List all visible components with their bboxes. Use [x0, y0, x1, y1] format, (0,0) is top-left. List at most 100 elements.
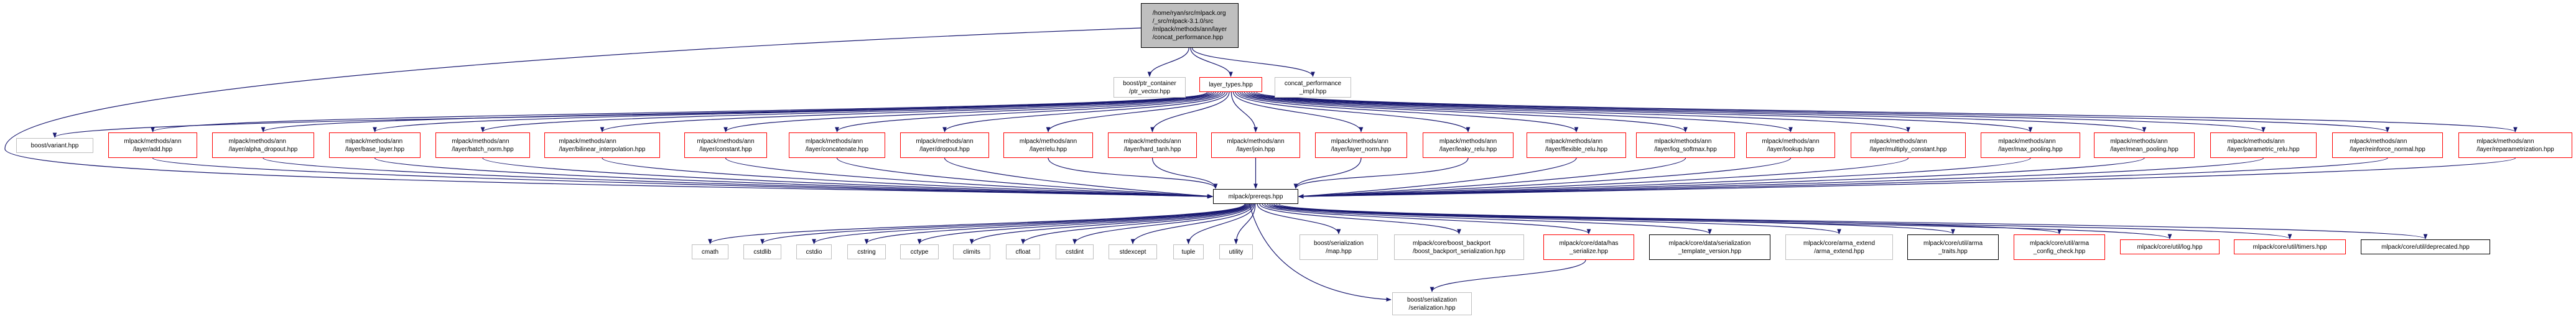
node-layer-layer-norm[interactable]: mlpack/methods/ann /layer/layer_norm.hpp	[1315, 132, 1407, 158]
node-concat-performance-impl[interactable]: concat_performance _impl.hpp	[1275, 77, 1351, 98]
edge-prereqs-to-serialization	[1248, 203, 1392, 302]
edge-alpha_dropout-to-prereqs	[263, 157, 1213, 199]
node-layer-elu[interactable]: mlpack/methods/ann /layer/elu.hpp	[1003, 132, 1093, 158]
node-layer-flexible-relu[interactable]: mlpack/methods/ann /layer/flexible_relu.…	[1527, 132, 1626, 158]
node-arma-traits[interactable]: mlpack/core/util/arma _traits.hpp	[1907, 234, 1999, 260]
edge-root-to-concat_impl	[1191, 47, 1315, 77]
node-has-serialize[interactable]: mlpack/core/data/has _serialize.hpp	[1543, 234, 1634, 260]
node-cstdio[interactable]: cstdio	[796, 244, 832, 259]
node-layer-reinforce-normal[interactable]: mlpack/methods/ann /layer/reinforce_norm…	[2332, 132, 2443, 158]
node-layer-parametric-relu[interactable]: mlpack/methods/ann /layer/parametric_rel…	[2210, 132, 2317, 158]
edge-elu-to-prereqs	[1048, 157, 1218, 189]
node-layer-join[interactable]: mlpack/methods/ann /layer/join.hpp	[1211, 132, 1300, 158]
edge-layer_types-to-batch_norm	[480, 91, 1217, 132]
edge-layer_types-to-parametric_relu	[1251, 91, 2266, 132]
edge-layer_types-to-multiply_constant	[1244, 91, 1910, 132]
node-util-timers[interactable]: mlpack/core/util/timers.hpp	[2234, 239, 2346, 254]
node-layer-hard-tanh[interactable]: mlpack/methods/ann /layer/hard_tanh.hpp	[1108, 132, 1197, 158]
edge-layer_types-to-constant	[723, 91, 1221, 132]
node-layer-log-softmax[interactable]: mlpack/methods/ann /layer/log_softmax.hp…	[1636, 132, 1735, 158]
edge-layer_types-to-elu	[1046, 91, 1228, 132]
node-layer-base-layer[interactable]: mlpack/methods/ann /layer/base_layer.hpp	[329, 132, 421, 158]
edge-root-to-layer_types	[1190, 47, 1233, 77]
edge-prereqs-to-cctype	[917, 203, 1250, 244]
node-layer-multiply-constant[interactable]: mlpack/methods/ann /layer/multiply_const…	[1851, 132, 1966, 158]
edge-layer_types-to-leaky_relu	[1235, 91, 1471, 132]
edge-prereqs-to-arma_extend	[1267, 203, 1841, 234]
node-layer-dropout[interactable]: mlpack/methods/ann /layer/dropout.hpp	[900, 132, 989, 158]
edge-layer_types-to-reinforce_normal	[1253, 91, 2389, 132]
edge-prereqs-to-has_serialize	[1262, 203, 1591, 234]
edge-prereqs-to-ser_map	[1257, 203, 1341, 234]
edge-layer_types-to-layer_norm	[1233, 91, 1364, 132]
edge-prereqs-to-log	[1273, 203, 2172, 239]
node-cfloat[interactable]: cfloat	[1006, 244, 1040, 259]
edge-prereqs-to-cstdio	[812, 203, 1247, 244]
edge-prereqs-to-tuple	[1186, 203, 1255, 244]
edge-prereqs-to-cmath	[708, 203, 1245, 244]
edge-prereqs-to-backport	[1259, 203, 1461, 234]
node-tuple[interactable]: tuple	[1173, 244, 1204, 259]
node-layer-mean-pooling[interactable]: mlpack/methods/ann /layer/mean_pooling.h…	[2094, 132, 2195, 158]
node-cctype[interactable]: cctype	[900, 244, 939, 259]
node-layer-lookup[interactable]: mlpack/methods/ann /layer/lookup.hpp	[1746, 132, 1835, 158]
edge-prereqs-to-climits	[969, 203, 1250, 244]
node-cmath[interactable]: cmath	[692, 244, 728, 259]
node-layer-concatenate[interactable]: mlpack/methods/ann /layer/concatenate.hp…	[789, 132, 885, 158]
edge-layer_types-to-lookup	[1241, 91, 1793, 132]
node-boost-serialization-map[interactable]: boost/serialization /map.hpp	[1300, 234, 1378, 260]
edge-layer_types-to-mean_pooling	[1248, 91, 2147, 132]
node-util-deprecated[interactable]: mlpack/core/util/deprecated.hpp	[2361, 239, 2490, 254]
edge-concatenate-to-prereqs	[836, 157, 1213, 198]
edge-has_serialize-to-serialization	[1430, 259, 1586, 292]
node-layer-batch-norm[interactable]: mlpack/methods/ann /layer/batch_norm.hpp	[435, 132, 530, 158]
node-stdexcept[interactable]: stdexcept	[1109, 244, 1157, 259]
edge-hard_tanh-to-prereqs	[1151, 157, 1218, 189]
node-arma-config-check[interactable]: mlpack/core/util/arma _config_check.hpp	[2014, 234, 2105, 260]
node-ptr-vector[interactable]: boost/ptr_container /ptr_vector.hpp	[1114, 77, 1186, 98]
node-utility[interactable]: utility	[1219, 244, 1253, 259]
edge-layer_types-to-join	[1230, 91, 1258, 132]
node-layer-reparametrization[interactable]: mlpack/methods/ann /layer/reparametrizat…	[2458, 132, 2572, 158]
node-boost-serialization[interactable]: boost/serialization /serialization.hpp	[1392, 292, 1472, 315]
edge-layer_types-to-alpha_dropout	[261, 91, 1212, 132]
node-serialization-template-version[interactable]: mlpack/core/data/serialization _template…	[1649, 234, 1770, 260]
node-cstdint[interactable]: cstdint	[1056, 244, 1094, 259]
edge-prereqs-to-deprecated	[1278, 203, 2427, 239]
node-arma-extend[interactable]: mlpack/core/arma_extend /arma_extend.hpp	[1785, 234, 1893, 260]
node-root-concat-performance[interactable]: /home/ryan/src/mlpack.org /_src/mlpack-3…	[1141, 3, 1239, 48]
edge-leaky_relu-to-prereqs	[1293, 157, 1469, 189]
node-prereqs[interactable]: mlpack/prereqs.hpp	[1213, 189, 1298, 204]
node-layer-max-pooling[interactable]: mlpack/methods/ann /layer/max_pooling.hp…	[1981, 132, 2080, 158]
edge-prereqs-to-cstdint	[1072, 203, 1253, 244]
node-cstring[interactable]: cstring	[847, 244, 886, 259]
edge-layer_types-to-flexible_relu	[1237, 91, 1579, 132]
node-cstdlib[interactable]: cstdlib	[743, 244, 781, 259]
node-climits[interactable]: climits	[953, 244, 990, 259]
edge-max_pooling-to-prereqs	[1298, 157, 2031, 199]
node-layer-constant[interactable]: mlpack/methods/ann /layer/constant.hpp	[684, 132, 767, 158]
node-util-log[interactable]: mlpack/core/util/log.hpp	[2120, 239, 2220, 254]
edge-prereqs-to-stdexcept	[1130, 203, 1254, 244]
node-layer-bilinear-interpolation[interactable]: mlpack/methods/ann /layer/bilinear_inter…	[544, 132, 660, 158]
edge-layer_types-to-hard_tanh	[1150, 91, 1230, 132]
node-layer-types[interactable]: layer_types.hpp	[1199, 77, 1262, 92]
node-layer-alpha-dropout[interactable]: mlpack/methods/ann /layer/alpha_dropout.…	[212, 132, 314, 158]
edge-layer_types-to-max_pooling	[1246, 91, 2033, 132]
edge-layer_types-to-dropout	[942, 91, 1225, 132]
edge-reparametrization-to-prereqs	[1298, 157, 2516, 199]
edge-root-to-prereqs	[4, 27, 1212, 199]
edge-prereqs-to-timers	[1276, 203, 2292, 239]
node-boost-variant[interactable]: boost/variant.hpp	[16, 138, 93, 153]
edge-dropout-to-prereqs	[944, 157, 1213, 198]
edge-root-to-ptr_vector	[1147, 47, 1189, 77]
edge-prereqs-to-utility	[1234, 203, 1256, 244]
node-layer-add[interactable]: mlpack/methods/ann /layer/add.hpp	[108, 132, 197, 158]
edge-layer_norm-to-prereqs	[1293, 157, 1362, 189]
node-boost-backport-serialization[interactable]: mlpack/core/boost_backport /boost_backpo…	[1394, 234, 1524, 260]
edge-prereqs-to-arma_traits	[1269, 203, 1955, 234]
node-layer-leaky-relu[interactable]: mlpack/methods/ann /layer/leaky_relu.hpp	[1423, 132, 1514, 158]
edge-layer_types-to-bilinear	[600, 91, 1219, 132]
edge-layer_types-to-reparametrization	[1256, 91, 2518, 132]
